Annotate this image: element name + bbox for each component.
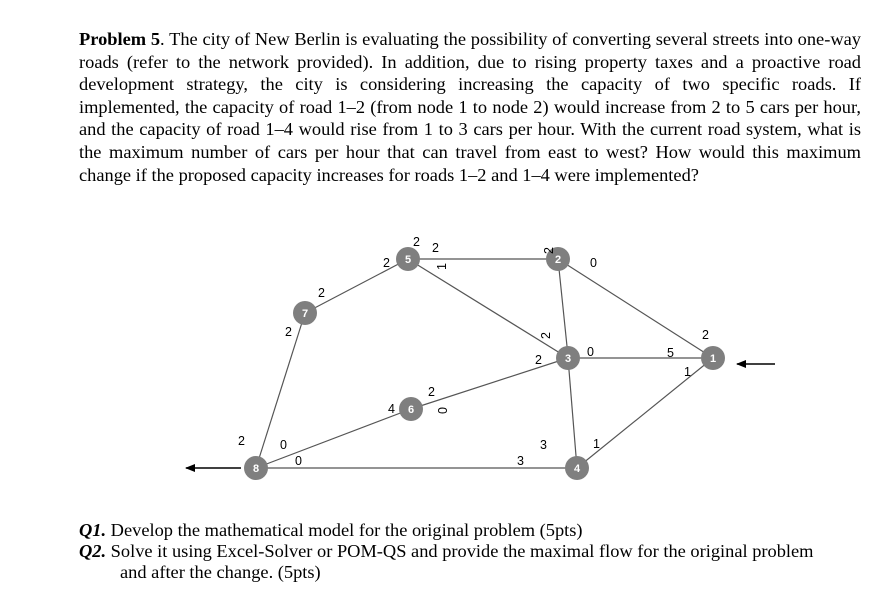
edge-2-3 — [557, 258, 569, 357]
node-3: 3 — [556, 346, 580, 370]
edge-6-8 — [255, 408, 412, 469]
cap-6-8-at-8: 0 — [280, 438, 287, 452]
cap-3-5-at-3: 2 — [535, 353, 542, 367]
cap-3-5-at-5: 2 — [383, 256, 390, 270]
cap-1-3-at-3: 0 — [587, 345, 594, 359]
edge-1-4 — [576, 357, 714, 469]
cap-1-2-at-1: 2 — [702, 328, 709, 342]
node-2: 2 — [546, 247, 570, 271]
questions-block: Q1. Develop the mathematical model for t… — [79, 520, 879, 583]
cap-7-5-at-5: 2 — [413, 235, 420, 249]
question-2-label: Q2. — [79, 541, 107, 561]
cap-1-4-at-1: 1 — [684, 365, 691, 379]
question-2-continuation: and after the change. (5pts) — [120, 562, 321, 582]
edge-4-3 — [567, 357, 578, 469]
cap-6-8-at-6: 4 — [388, 402, 395, 416]
node-1-label: 1 — [710, 353, 716, 365]
cap-2-3-at-3: 2 — [539, 332, 553, 339]
problem-text: . The city of New Berlin is evaluating t… — [79, 29, 861, 185]
node-8-label: 8 — [253, 463, 259, 475]
cap-1-2-at-2: 0 — [590, 256, 597, 270]
cap-1-3-at-1: 5 — [667, 346, 674, 360]
edge-7-8 — [255, 312, 306, 469]
node-7: 7 — [293, 301, 317, 325]
node-2-label: 2 — [555, 254, 561, 266]
cap-4-3-at-4: 3 — [517, 454, 524, 468]
cap-2-3-at-2: 2 — [542, 247, 556, 254]
question-1-text: Develop the mathematical model for the o… — [106, 520, 583, 540]
cap-2-5-at-2: 2 — [432, 241, 439, 255]
question-1-label: Q1. — [79, 520, 107, 540]
node-5: 5 — [396, 247, 420, 271]
cap-1-4-at-4: 1 — [593, 437, 600, 451]
cap-7-8-at-7: 2 — [285, 325, 292, 339]
edge-1-2 — [557, 258, 714, 359]
node-4-label: 4 — [574, 463, 581, 475]
question-2-text: Solve it using Excel-Solver or POM-QS an… — [106, 541, 814, 561]
node-4: 4 — [565, 456, 589, 480]
edge-6-3 — [410, 357, 569, 410]
question-2: Q2. Solve it using Excel-Solver or POM-Q… — [79, 541, 879, 562]
cap-6-3-at-6: 2 — [428, 385, 435, 399]
node-8: 8 — [244, 456, 268, 480]
cap-6-3-at-3: 0 — [436, 407, 450, 414]
cap-4-3-at-3: 3 — [540, 438, 547, 452]
problem-statement: Problem 5. The city of New Berlin is eva… — [79, 28, 861, 186]
cap-7-5-at-7: 2 — [318, 286, 325, 300]
node-1: 1 — [701, 346, 725, 370]
node-6-label: 6 — [408, 404, 414, 416]
cap-4-8-at-8: 0 — [295, 454, 302, 468]
cap-2-5-at-5: 1 — [435, 263, 449, 270]
node-3-label: 3 — [565, 353, 571, 365]
node-6: 6 — [399, 397, 423, 421]
node-7-label: 7 — [302, 308, 308, 320]
edge-5-3 — [407, 258, 569, 359]
node-5-label: 5 — [405, 254, 411, 266]
problem-label: Problem 5 — [79, 29, 161, 49]
question-1: Q1. Develop the mathematical model for t… — [79, 520, 879, 541]
cap-7-8-at-8: 2 — [238, 434, 245, 448]
edge-7-5 — [304, 258, 409, 314]
